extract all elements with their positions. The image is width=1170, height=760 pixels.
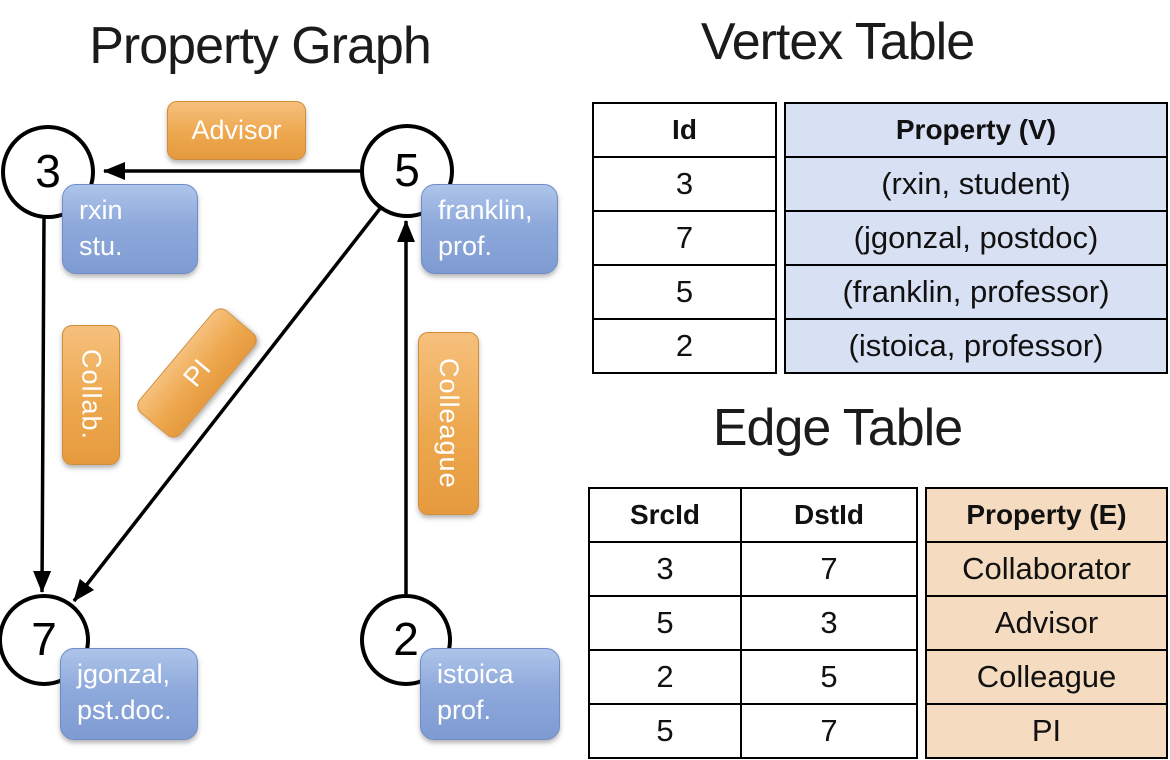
vertex-table-id-column: Id 3 7 5 2 [592, 102, 777, 374]
edge-table-src-dst-columns: SrcId DstId 3 7 5 3 2 5 5 7 [588, 487, 918, 759]
node-label-2: 2 [393, 613, 419, 666]
edge-label-advisor-text: Advisor [191, 115, 282, 145]
edge-label-colleague: Colleague [418, 332, 479, 515]
edge-table-property-cell: Collaborator [925, 541, 1168, 597]
edge-label-collab: Collab. [62, 325, 120, 465]
property-graph-title: Property Graph [89, 17, 432, 75]
vertex-card-istoica-line1: istoica [437, 659, 514, 689]
vertex-card-jgonzal: jgonzal, pst.doc. [60, 648, 198, 740]
vertex-table-property-cell: (jgonzal, postdoc) [784, 210, 1168, 266]
vertex-table-property-cell: (rxin, student) [784, 156, 1168, 212]
edge-table-property-cell: Colleague [925, 649, 1168, 705]
vertex-card-rxin-line1: rxin [79, 195, 123, 225]
edge-label-colleague-text: Colleague [434, 358, 464, 489]
edge-table-dstid-cell: 3 [740, 595, 918, 651]
vertex-table-property-header: Property (V) [784, 102, 1168, 158]
edge-label-advisor: Advisor [167, 101, 306, 160]
edge-table-srcid-cell: 2 [588, 649, 742, 705]
node-label-7: 7 [31, 613, 57, 666]
edge-label-pi-text: PI [176, 353, 217, 393]
vertex-card-franklin-line2: prof. [438, 231, 493, 261]
edge-table-dstid-cell: 7 [740, 541, 918, 597]
edge-table-dstid-header: DstId [740, 487, 918, 543]
vertex-card-istoica-line2: prof. [437, 695, 492, 725]
edge-table-property-cell: PI [925, 703, 1168, 759]
edge-table-dstid-cell: 7 [740, 703, 918, 759]
vertex-table-title: Vertex Table [700, 13, 975, 71]
edge-line-pi-5-to-7 [72, 204, 384, 603]
edge-table-srcid-cell: 5 [588, 703, 742, 759]
vertex-card-jgonzal-line1: jgonzal, [77, 659, 171, 689]
vertex-table-property-cell: (istoica, professor) [784, 318, 1168, 374]
vertex-table-id-cell: 5 [592, 264, 777, 320]
edge-table-property-cell: Advisor [925, 595, 1168, 651]
edge-table-srcid-cell: 3 [588, 541, 742, 597]
node-label-3: 3 [35, 145, 61, 198]
vertex-card-jgonzal-line2: pst.doc. [77, 695, 172, 725]
edge-table-dstid-cell: 5 [740, 649, 918, 705]
edge-table-title: Edge Table [712, 399, 963, 457]
edge-table-srcid-header: SrcId [588, 487, 742, 543]
edge-table-property-header: Property (E) [925, 487, 1168, 543]
edge-table-srcid-cell: 5 [588, 595, 742, 651]
node-label-5: 5 [394, 144, 420, 197]
vertex-table-id-cell: 7 [592, 210, 777, 266]
vertex-card-franklin-line1: franklin, [438, 195, 533, 225]
vertex-table-property-column: Property (V) (rxin, student) (jgonzal, p… [784, 102, 1168, 374]
vertex-card-istoica: istoica prof. [420, 648, 560, 740]
vertex-table-id-header: Id [592, 102, 777, 158]
vertex-table-id-cell: 3 [592, 156, 777, 212]
edge-table-property-column: Property (E) Collaborator Advisor Collea… [925, 487, 1168, 759]
vertex-table-property-cell: (franklin, professor) [784, 264, 1168, 320]
edge-line-collab-3-to-7 [33, 217, 52, 593]
vertex-card-rxin: rxin stu. [62, 184, 198, 274]
vertex-card-franklin: franklin, prof. [421, 184, 558, 274]
vertex-card-rxin-line2: stu. [79, 231, 123, 261]
edge-label-collab-text: Collab. [76, 349, 107, 441]
vertex-table-id-cell: 2 [592, 318, 777, 374]
